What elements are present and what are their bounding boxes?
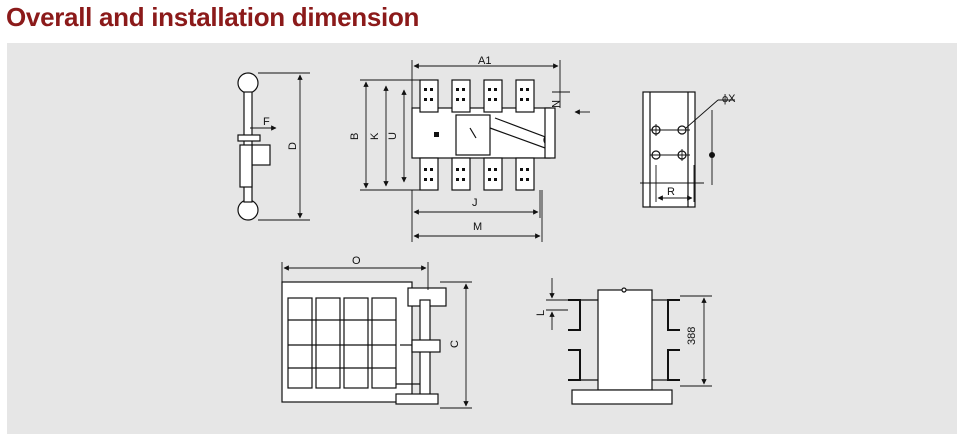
- label-L: L: [535, 310, 547, 316]
- label-D: D: [287, 142, 299, 150]
- top-view: O C: [281, 255, 472, 409]
- front-view: A1 B K U N J M: [349, 55, 590, 242]
- label-M: M: [473, 221, 482, 233]
- label-X: ϕX: [722, 93, 736, 105]
- page-title: Overall and installation dimension: [6, 2, 420, 32]
- label-U: U: [387, 132, 399, 140]
- label-N: N: [549, 100, 561, 108]
- label-K: K: [369, 132, 381, 140]
- end-view: L 388: [535, 278, 712, 405]
- label-R: R: [667, 186, 675, 198]
- label-A1: A1: [478, 55, 491, 67]
- label-388: 388: [686, 327, 698, 345]
- label-F: F: [263, 116, 270, 128]
- side-view: F D: [237, 72, 310, 221]
- label-O: O: [352, 255, 361, 267]
- label-J: J: [472, 197, 478, 209]
- label-B: B: [349, 133, 361, 140]
- mounting-detail: ϕX R: [640, 91, 736, 208]
- label-C: C: [449, 340, 461, 348]
